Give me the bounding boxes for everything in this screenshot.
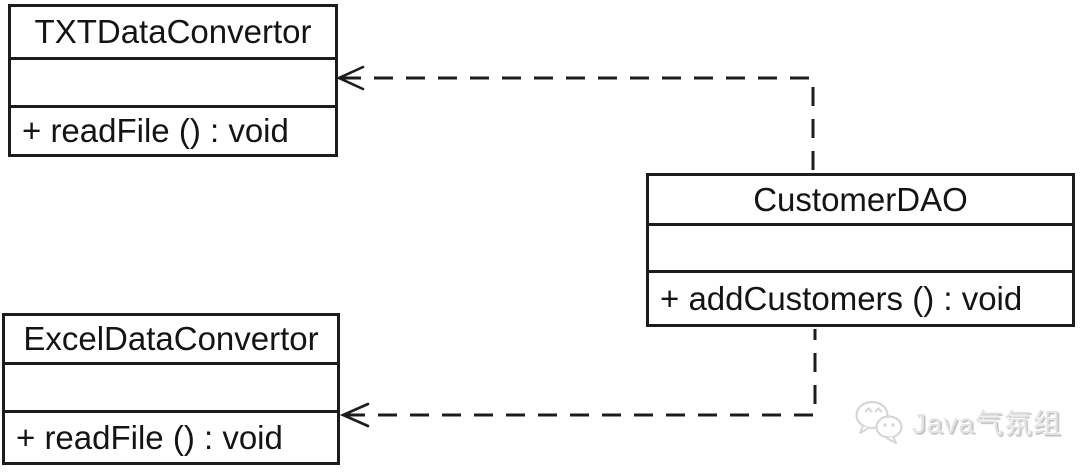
method-label: + readFile () : void: [22, 112, 289, 149]
attributes-compartment: [11, 57, 335, 108]
watermark: Java气氛组: [853, 399, 1062, 445]
open-arrowhead-exceldataconvertor: [339, 402, 370, 428]
wechat-icon: [855, 400, 903, 444]
dependency-line-customerdao-to-exceldataconvertor: [346, 329, 817, 417]
class-box-exceldataconvertor: ExcelDataConvertor + readFile () : void: [2, 313, 340, 465]
dependency-line-customerdao-to-txtdataconvertor: [342, 76, 815, 171]
class-box-txtdataconvertor: TXTDataConvertor + readFile () : void: [8, 4, 338, 157]
attributes-compartment: [649, 223, 1072, 273]
method-label: + addCustomers () : void: [660, 279, 1023, 317]
class-name-title: TXTDataConvertor: [34, 13, 312, 50]
method-label: + readFile () : void: [16, 418, 283, 456]
attributes-compartment: [5, 362, 337, 413]
open-arrowhead-txtdataconvertor: [335, 65, 365, 91]
class-box-customerdao: CustomerDAO + addCustomers () : void: [646, 173, 1075, 327]
class-name-title: ExcelDataConvertor: [23, 320, 319, 357]
class-name-title: CustomerDAO: [753, 180, 968, 218]
watermark-text: Java气氛组: [912, 408, 1063, 439]
